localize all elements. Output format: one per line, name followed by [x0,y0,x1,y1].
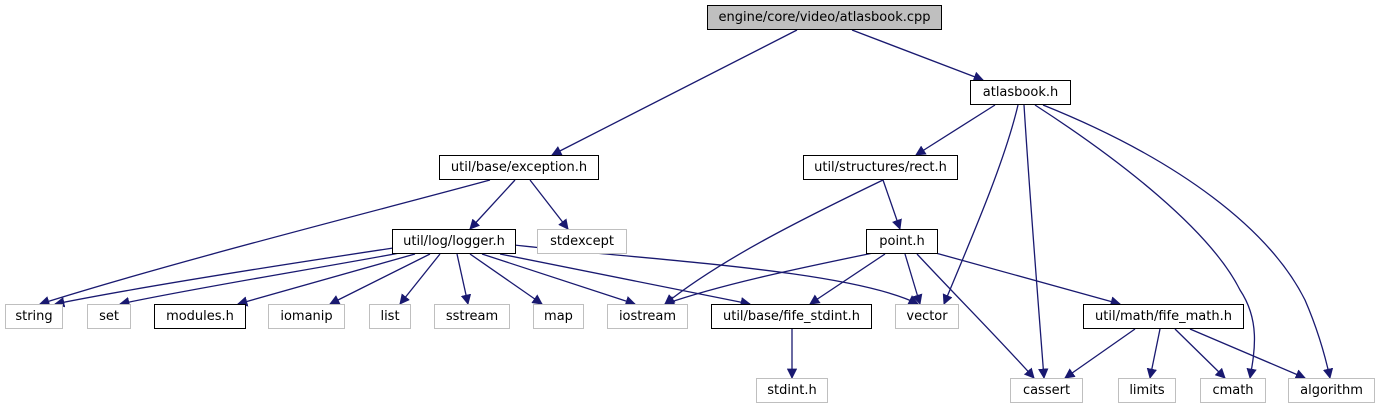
edge-point-to-fife-math [931,251,1122,307]
node-sstream[interactable]: sstream [434,304,510,329]
edge-fife-math-to-limits [1146,328,1161,380]
edge-logger-to-set [118,251,406,308]
node-exception-h[interactable]: util/base/exception.h [439,155,599,180]
edge-logger-to-iomanip [329,253,431,305]
edge-exception-to-logger [469,179,516,230]
node-algorithm[interactable]: algorithm [1288,378,1375,403]
node-logger-h[interactable]: util/log/logger.h [392,229,516,254]
edge-point-to-iostream [664,251,879,306]
edge-point-to-vector [904,253,923,305]
node-cmath[interactable]: cmath [1200,378,1266,403]
edge-point-to-cassert [916,253,1035,379]
edge-root-to-atlasbook [851,29,984,82]
node-point-h[interactable]: point.h [866,229,938,254]
edge-root-to-exception [551,29,798,156]
edge-logger-to-iostream [481,253,636,307]
node-iostream[interactable]: iostream [607,304,688,329]
edge-atlasbook-to-rect [915,104,996,156]
edge-logger-to-list [399,253,441,305]
edge-exception-to-string [39,179,491,307]
node-cassert[interactable]: cassert [1010,378,1083,403]
node-vector[interactable]: vector [895,304,959,329]
edge-atlasbook-to-vector [942,104,1019,305]
node-set[interactable]: set [87,304,131,329]
node-map[interactable]: map [533,304,584,329]
edge-atlasbook-to-cassert [1023,104,1049,380]
node-atlasbook-h[interactable]: atlasbook.h [970,80,1071,105]
edge-logger-to-sstream [456,253,472,306]
node-limits[interactable]: limits [1118,378,1176,403]
edge-fife-math-to-algorithm [1189,328,1306,380]
node-fife-stdint-h[interactable]: util/base/fife_stdint.h [711,304,872,329]
edge-rect-to-iostream [664,179,884,305]
edge-logger-to-map [469,253,543,305]
edge-atlasbook-to-cmath [1034,104,1257,380]
node-modules-h[interactable]: modules.h [154,304,246,329]
node-list[interactable]: list [369,304,411,329]
node-rect-h[interactable]: util/structures/rect.h [803,155,958,180]
edge-exception-to-stdexcept [529,179,569,230]
edge-logger-to-fife-stdint [499,253,752,308]
node-string[interactable]: string [5,304,63,329]
node-atlasbook-cpp[interactable]: engine/core/video/atlasbook.cpp [707,5,942,30]
node-stdexcept[interactable]: stdexcept [537,229,627,254]
edge-fife-math-to-cmath [1174,328,1226,379]
edge-logger-to-modules [236,253,416,307]
edge-rect-to-point [882,179,902,230]
edge-fife-math-to-cassert [1064,328,1136,379]
edge-logger-to-string [53,246,401,308]
node-fife-math-h[interactable]: util/math/fife_math.h [1083,304,1244,329]
node-stdint-h[interactable]: stdint.h [756,378,828,403]
edge-point-to-fife-stdint [809,253,886,305]
edge-atlasbook-to-algorithm [1042,104,1334,380]
node-iomanip[interactable]: iomanip [268,304,345,329]
